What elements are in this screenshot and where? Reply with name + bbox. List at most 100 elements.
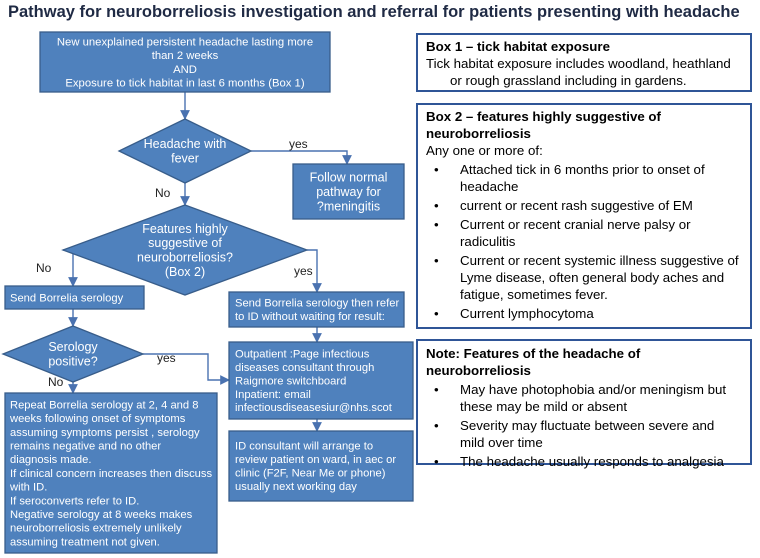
edge-label: No [155,186,171,200]
node-shape [1,325,145,383]
node-label: assuming symptoms persist , serology [10,427,200,439]
edge-n4-n6 [307,249,322,293]
node-label: ?meningitis [317,200,380,214]
node-shape [292,163,405,220]
box-2-intro: Any one or more of: [426,143,543,159]
edge-label: yes [157,351,176,365]
node-label: Send Borrelia serology [10,292,124,304]
edge-label: yes [289,137,308,151]
box-3-list: •May have photophobia and/or meningism b… [426,381,742,470]
box-3: Note: Features of the headache of neurob… [416,339,752,469]
node-label: Exposure to tick habitat in last 6 month… [65,77,304,89]
node-label: If clinical concern increases then discu… [10,468,212,480]
node-shape [61,204,309,296]
bullet-icon: • [434,217,439,233]
box-2-item: •Current or recent systemic illness sugg… [434,253,739,303]
box-2-item: •Current or recent cranial nerve palsy o… [434,217,691,250]
node-label: (Box 2) [165,265,205,279]
node-label: clinic (F2F, Near Me or phone) [235,468,386,480]
bullet-icon: • [434,306,439,322]
node-label: weeks following onset of symptoms [9,413,186,425]
node-shape [4,392,218,554]
node-label: Serology [48,340,98,354]
box-3-title: Note: Features of the headache of neurob… [426,346,641,379]
node-label: to ID without waiting for result: [235,311,385,323]
bullet-icon: • [434,198,439,214]
box-2-title-line-1: Box 2 – features highly suggestive of [426,109,661,124]
edge-label: yes [294,264,313,278]
node-label: fever [171,152,199,166]
node-label: Outpatient :Page infectious [235,349,370,361]
node-label: remains negative and no other [10,441,161,453]
node-label: usually next working day [235,481,357,493]
bullet-icon: • [434,162,439,178]
edge-label: No [36,261,52,275]
bullet-icon: • [434,418,439,434]
node-label: neuroborreliosis? [137,251,233,265]
box-1: Box 1 – tick habitat exposure Tick habit… [416,33,752,92]
box-2-list: •Attached tick in 6 months prior to onse… [426,161,742,322]
box-2-item: •Attached tick in 6 months prior to onse… [434,162,705,195]
node-label: Negative serology at 8 weeks makes [10,509,193,521]
box-2: Box 2 – features highly suggestive of ne… [416,103,752,329]
box-2-title-line-2: neuroborreliosis [426,126,531,142]
node-label: Inpatient: email [235,389,311,401]
node-shape [117,118,253,184]
node-label: ID consultant will arrange to [235,441,373,453]
node-label: Send Borrelia serology then refer [235,298,399,310]
node-label: Raigmore switchboard [235,375,346,387]
node-label: review patient on ward, in aec or [235,454,396,466]
box-2-item: •Current lymphocytoma [434,306,594,322]
edge-label: No [48,375,64,389]
node-label: positive? [48,355,97,369]
node-label: Repeat Borrelia serology at 2, 4 and 8 [10,399,198,411]
node-shape [228,341,414,420]
box-3-item: •Severity may fluctuate between severe a… [434,418,715,451]
node-label: Features highly [142,222,228,236]
node-shape [228,430,414,502]
node-label: infectiousdiseasesiur@nhs.scot [235,402,393,414]
node-n5: Send Borrelia serology [4,285,145,310]
nodes-layer: New unexplained persistent headache last… [1,31,414,554]
box-3-item: •The headache usually responds to analge… [434,454,724,470]
node-n9: Repeat Borrelia serology at 2, 4 and 8 we… [4,392,218,554]
edge-n7-n8 [143,353,230,385]
node-label: diseases consultant through [235,362,374,374]
box-2-item: •current or recent rash suggestive of EM [434,198,693,214]
node-label: than 2 weeks [152,50,219,62]
node-label: AND [173,64,197,76]
node-label: New unexplained persistent headache last… [57,37,313,49]
node-n1: New unexplained persistent headache last… [39,31,331,93]
node-label: with ID. [9,482,47,494]
node-label: If seroconverts refer to ID. [10,495,139,507]
page-title: Pathway for neuroborreliosis investigati… [8,3,740,21]
node-shape [4,285,145,310]
node-n8: Outpatient :Page infectiousdiseases cons… [228,341,414,420]
node-label: suggestive of [148,236,222,250]
node-label: Follow normal [310,170,388,184]
node-shape [228,291,405,328]
bullet-icon: • [434,382,439,398]
box-1-title: Box 1 – tick habitat exposure [426,39,611,54]
node-label: Headache with [144,137,227,151]
bullet-icon: • [434,454,439,470]
box-1-line-2: or rough grassland including in gardens. [450,73,687,89]
node-shape [39,31,331,93]
node-label: diagnosis made. [10,454,91,466]
bullet-icon: • [434,253,439,269]
node-label: neuroborreliosis extremely unlikely [10,523,182,535]
node-label: assuming treatment not given. [10,536,160,548]
node-label: pathway for [316,185,381,199]
edge-n2-n3 [251,150,352,165]
edge-n4-n5 [63,249,78,287]
box-3-item: •May have photophobia and/or meningism b… [434,382,727,415]
box-1-line-1: Tick habitat exposure includes woodland,… [426,56,731,72]
